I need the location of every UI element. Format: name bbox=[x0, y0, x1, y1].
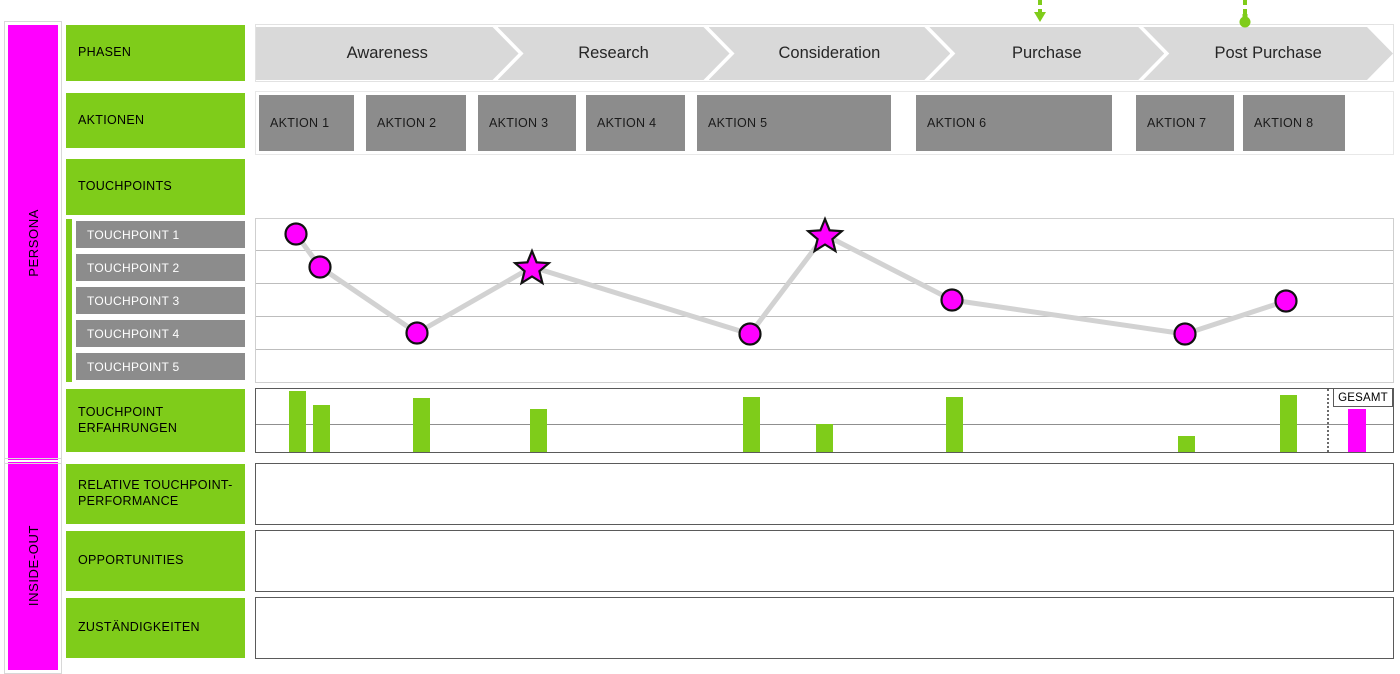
erfahrung-bar-2[interactable] bbox=[313, 405, 330, 452]
erfahrung-bar-3[interactable] bbox=[413, 398, 430, 452]
touchpoint-chip-3[interactable]: TOUCHPOINT 3 bbox=[76, 287, 245, 314]
aktion-box-1-label: AKTION 1 bbox=[270, 116, 330, 130]
aktion-box-3[interactable]: AKTION 3 bbox=[478, 95, 576, 151]
erfahrung-bar-gesamt[interactable] bbox=[1348, 409, 1366, 452]
phase-awareness-label: Awareness bbox=[346, 44, 428, 62]
row-label-opportunities-text: OPPORTUNITIES bbox=[78, 553, 184, 568]
row-label-touchpoint-erfahrungen[interactable]: TOUCHPOINT ERFAHRUNGEN bbox=[66, 389, 245, 452]
touchpoint-chip-3-label: TOUCHPOINT 3 bbox=[87, 293, 180, 308]
aktion-box-2[interactable]: AKTION 2 bbox=[366, 95, 466, 151]
row-label-zustaendigkeiten[interactable]: ZUSTÄNDIGKEITEN bbox=[66, 598, 245, 658]
touchpoint-chip-5-label: TOUCHPOINT 5 bbox=[87, 359, 180, 374]
gesamt-separator bbox=[1327, 389, 1329, 452]
touchpoint-gridline-2 bbox=[256, 283, 1393, 285]
phase-awareness[interactable]: Awareness bbox=[256, 27, 519, 80]
phase-post-purchase-label: Post Purchase bbox=[1214, 44, 1322, 62]
erfahrung-bar-4[interactable] bbox=[530, 409, 547, 452]
phase-annotation-arrow-1 bbox=[1034, 0, 1046, 22]
touchpoint-chip-5[interactable]: TOUCHPOINT 5 bbox=[76, 353, 245, 380]
row-label-phasen[interactable]: PHASEN bbox=[66, 25, 245, 81]
row-label-relative-touchpoint-performance-text: RELATIVE TOUCHPOINT- PERFORMANCE bbox=[78, 478, 233, 508]
gesamt-label-text: GESAMT bbox=[1338, 391, 1388, 404]
relative-touchpoint-performance-panel[interactable] bbox=[255, 463, 1394, 525]
touchpoint-gridline-4 bbox=[256, 349, 1393, 351]
erfahrung-bar-5[interactable] bbox=[743, 397, 760, 452]
touchpoint-rail bbox=[66, 219, 72, 382]
phase-consideration-label: Consideration bbox=[778, 44, 881, 62]
aktion-box-1[interactable]: AKTION 1 bbox=[259, 95, 354, 151]
aktion-box-5[interactable]: AKTION 5 bbox=[697, 95, 891, 151]
touchpoint-gridline-1 bbox=[256, 250, 1393, 252]
phase-post-purchase[interactable]: Post Purchase bbox=[1143, 27, 1393, 80]
touchpoint-chip-1-label: TOUCHPOINT 1 bbox=[87, 227, 180, 242]
zustaendigkeiten-panel[interactable] bbox=[255, 597, 1394, 659]
row-label-zustaendigkeiten-text: ZUSTÄNDIGKEITEN bbox=[78, 620, 200, 635]
row-label-relative-touchpoint-performance[interactable]: RELATIVE TOUCHPOINT- PERFORMANCE bbox=[66, 464, 245, 524]
erfahrung-bar-9[interactable] bbox=[1280, 395, 1297, 452]
aktion-box-5-label: AKTION 5 bbox=[708, 116, 768, 130]
touchpoint-chip-2[interactable]: TOUCHPOINT 2 bbox=[76, 254, 245, 281]
gesamt-label-box: GESAMT bbox=[1333, 388, 1393, 407]
phases-row: Awareness Research Consideration Purchas… bbox=[256, 27, 1396, 80]
row-label-touchpoints-text: TOUCHPOINTS bbox=[78, 179, 173, 194]
aktion-box-7[interactable]: AKTION 7 bbox=[1136, 95, 1234, 151]
persona-group-frame bbox=[4, 21, 62, 464]
row-label-aktionen[interactable]: AKTIONEN bbox=[66, 93, 245, 148]
phase-purchase-label: Purchase bbox=[1011, 44, 1082, 62]
erfahrung-bar-7[interactable] bbox=[946, 397, 963, 452]
row-label-phasen-text: PHASEN bbox=[78, 45, 132, 60]
band-inside-out: INSIDE-OUT bbox=[8, 462, 58, 670]
row-label-touchpoints[interactable]: TOUCHPOINTS bbox=[66, 159, 245, 215]
aktion-box-8-label: AKTION 8 bbox=[1254, 116, 1314, 130]
touchpoint-gridline-3 bbox=[256, 316, 1393, 318]
phase-research-label: Research bbox=[578, 44, 649, 62]
aktion-box-6[interactable]: AKTION 6 bbox=[916, 95, 1112, 151]
inside-out-group-frame bbox=[4, 458, 62, 674]
aktion-box-4[interactable]: AKTION 4 bbox=[586, 95, 685, 151]
row-label-aktionen-text: AKTIONEN bbox=[78, 112, 145, 127]
aktion-box-3-label: AKTION 3 bbox=[489, 116, 549, 130]
row-label-touchpoint-erfahrungen-text: TOUCHPOINT ERFAHRUNGEN bbox=[78, 404, 178, 435]
phase-research[interactable]: Research bbox=[498, 27, 730, 80]
phase-consideration[interactable]: Consideration bbox=[709, 27, 951, 80]
aktion-box-4-label: AKTION 4 bbox=[597, 116, 657, 130]
aktion-box-2-label: AKTION 2 bbox=[377, 116, 437, 130]
aktion-box-7-label: AKTION 7 bbox=[1147, 116, 1207, 130]
erfahrung-bar-8[interactable] bbox=[1178, 436, 1195, 452]
phase-purchase[interactable]: Purchase bbox=[929, 27, 1164, 80]
touchpoint-chart-panel bbox=[255, 218, 1394, 383]
erfahrung-bar-1[interactable] bbox=[289, 391, 306, 452]
band-persona: PERSONA bbox=[8, 25, 58, 460]
touchpoint-chip-2-label: TOUCHPOINT 2 bbox=[87, 260, 180, 275]
row-label-opportunities[interactable]: OPPORTUNITIES bbox=[66, 531, 245, 591]
erfahrung-bar-6[interactable] bbox=[816, 424, 833, 452]
aktion-box-6-label: AKTION 6 bbox=[927, 116, 987, 130]
aktion-box-8[interactable]: AKTION 8 bbox=[1243, 95, 1345, 151]
touchpoint-chip-1[interactable]: TOUCHPOINT 1 bbox=[76, 221, 245, 248]
opportunities-panel[interactable] bbox=[255, 530, 1394, 592]
touchpoint-chip-4-label: TOUCHPOINT 4 bbox=[87, 326, 180, 341]
touchpoint-chip-4[interactable]: TOUCHPOINT 4 bbox=[76, 320, 245, 347]
